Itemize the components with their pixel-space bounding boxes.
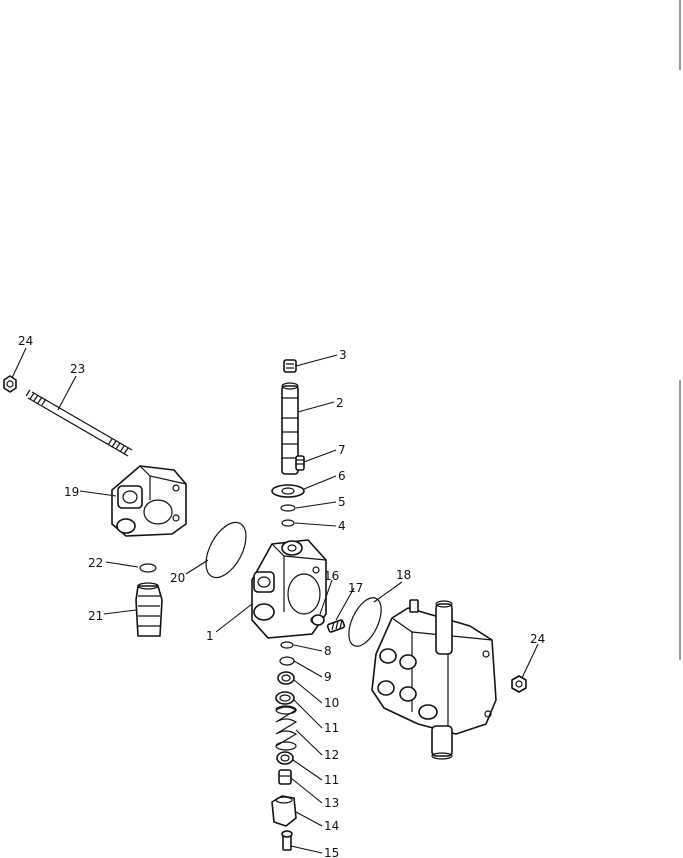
callout-5: 5 [338, 495, 346, 509]
part-20-large-o-ring [205, 521, 247, 579]
part-14-plug [271, 795, 297, 827]
callout-12: 12 [324, 748, 339, 762]
part-9-ring [279, 656, 295, 666]
callout-11-upper: 11 [324, 721, 339, 735]
part-21-relief-valve [135, 582, 163, 637]
callout-7: 7 [338, 443, 346, 457]
part-3-plug [283, 359, 297, 373]
callout-1: 1 [206, 629, 214, 643]
callout-17: 17 [348, 581, 363, 595]
callout-11-lower: 11 [324, 773, 339, 787]
callout-4: 4 [338, 519, 346, 533]
callout-19: 19 [64, 485, 79, 499]
part-1-valve-body [251, 539, 327, 639]
part-24-nut-left [3, 375, 17, 393]
callout-23: 23 [70, 362, 85, 376]
part-18-o-ring [348, 597, 382, 647]
part-11-retainer-lower [276, 751, 294, 765]
part-10-seat [277, 671, 295, 685]
callout-2: 2 [336, 396, 344, 410]
part-6-flange-plate [271, 484, 305, 498]
part-22-o-ring [139, 563, 157, 573]
callout-16: 16 [324, 569, 339, 583]
part-15-bolt [281, 830, 293, 851]
callout-18: 18 [396, 568, 411, 582]
callout-15: 15 [324, 846, 339, 858]
part-24-nut-right [511, 675, 527, 693]
part-8-o-ring [280, 641, 294, 649]
callout-24-left: 24 [18, 334, 33, 348]
callout-10: 10 [324, 696, 339, 710]
callout-9: 9 [324, 670, 332, 684]
callout-13: 13 [324, 796, 339, 810]
part-2-spool [281, 382, 299, 475]
callout-3: 3 [339, 348, 347, 362]
callout-24-right: 24 [530, 632, 545, 646]
callout-22: 22 [88, 556, 103, 570]
part-12-spring [275, 705, 298, 751]
callout-21: 21 [88, 609, 103, 623]
leader-lines [11, 347, 539, 854]
part-13-poppet [278, 769, 292, 785]
part-5-o-ring [280, 504, 296, 512]
part-16-poppet [311, 614, 325, 626]
callouts: 24 23 19 22 21 20 3 2 7 6 5 4 1 16 17 18… [18, 334, 545, 858]
part-4-o-ring [281, 519, 295, 527]
callout-20: 20 [170, 571, 185, 585]
part-23-tie-bolt [25, 389, 133, 457]
part-11-retainer-upper [275, 691, 295, 705]
callout-8: 8 [324, 644, 332, 658]
callout-6: 6 [338, 469, 346, 483]
part-7-spring [295, 455, 305, 471]
control-valve-housing [371, 599, 497, 760]
callout-14: 14 [324, 819, 339, 833]
part-19-end-cover [111, 465, 187, 537]
part-17-spring [326, 619, 346, 633]
